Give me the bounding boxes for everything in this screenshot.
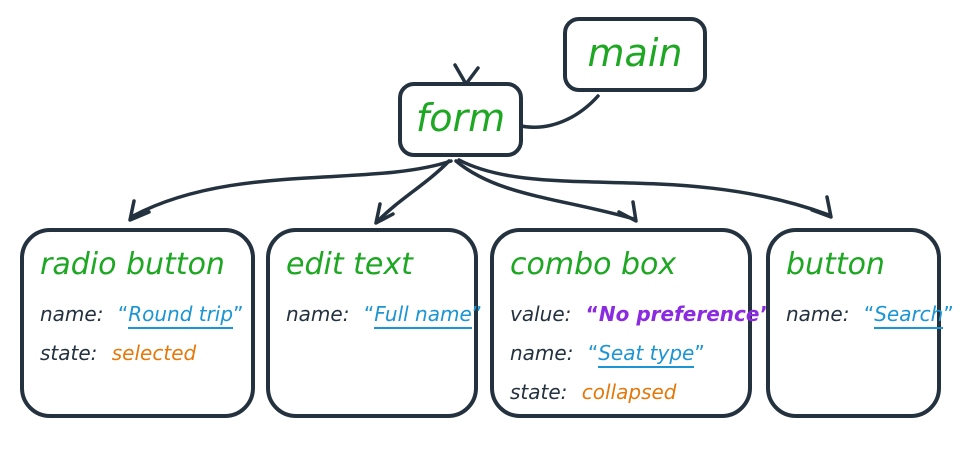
node-main: main <box>563 17 707 92</box>
property-key: state: <box>510 380 568 404</box>
close-quote: ” <box>471 302 483 326</box>
property-key: name: <box>40 302 104 326</box>
open-quote: “ <box>585 302 599 326</box>
property-key: name: <box>286 302 350 326</box>
property-value: Seat type <box>598 341 695 368</box>
node-form: form <box>398 82 523 157</box>
edge-form-combo-box <box>454 159 636 221</box>
property-row-value: value: “No preference” <box>510 302 773 326</box>
property-row-state: state: selected <box>40 341 241 365</box>
node-radio-button-role: radio button <box>40 247 225 282</box>
property-value: Round trip <box>128 302 234 329</box>
node-button: button name: “Search” <box>766 228 954 418</box>
arrowhead-form-radio-button <box>128 199 151 222</box>
property-row-name: name: “Seat type” <box>510 341 738 368</box>
property-key: value: <box>510 302 572 326</box>
property-row-state: state: collapsed <box>510 380 738 404</box>
node-combo-box-role: combo box <box>510 247 677 282</box>
property-value: collapsed <box>581 380 677 404</box>
arrowhead-form-combo-box <box>617 200 638 223</box>
property-key: name: <box>510 341 574 365</box>
node-combo-box: combo box value: “No preference” name: “… <box>490 228 773 418</box>
property-key: name: <box>786 302 850 326</box>
property-value-wrap: “Seat type” <box>588 341 705 368</box>
property-value: Search <box>874 302 944 329</box>
node-form-role: form <box>415 95 506 140</box>
edge-form-button <box>457 158 831 217</box>
property-value-wrap: “Full name” <box>364 302 482 329</box>
property-key: state: <box>40 341 98 365</box>
property-row-name: name: “Full name” <box>286 302 482 329</box>
property-value: No preference <box>598 302 760 326</box>
open-quote: “ <box>863 302 875 326</box>
node-button-role: button <box>786 247 885 282</box>
edge-form-edit-text <box>376 159 451 223</box>
property-row-name: name: “Search” <box>786 302 954 329</box>
close-quote: ” <box>943 302 954 326</box>
open-quote: “ <box>363 302 375 326</box>
property-value-wrap: “Round trip” <box>117 302 244 329</box>
property-value: selected <box>111 341 197 365</box>
node-edit-text: edit text name: “Full name” <box>266 228 482 418</box>
node-radio-button: radio button name: “Round trip” state: s… <box>20 228 255 418</box>
close-quote: ” <box>233 302 244 326</box>
edge-form-radio-button <box>131 159 453 218</box>
arrowhead-form-edit-text <box>374 202 395 225</box>
open-quote: “ <box>587 341 599 365</box>
close-quote: ” <box>694 341 705 365</box>
property-value-wrap: “No preference” <box>586 302 773 326</box>
property-value: Full name <box>374 302 472 329</box>
node-edit-text-role: edit text <box>286 247 413 282</box>
property-value-wrap: “Search” <box>864 302 954 329</box>
node-main-role: main <box>587 30 683 75</box>
property-row-name: name: “Round trip” <box>40 302 244 329</box>
open-quote: “ <box>117 302 129 326</box>
arrowhead-form-button <box>810 195 833 219</box>
